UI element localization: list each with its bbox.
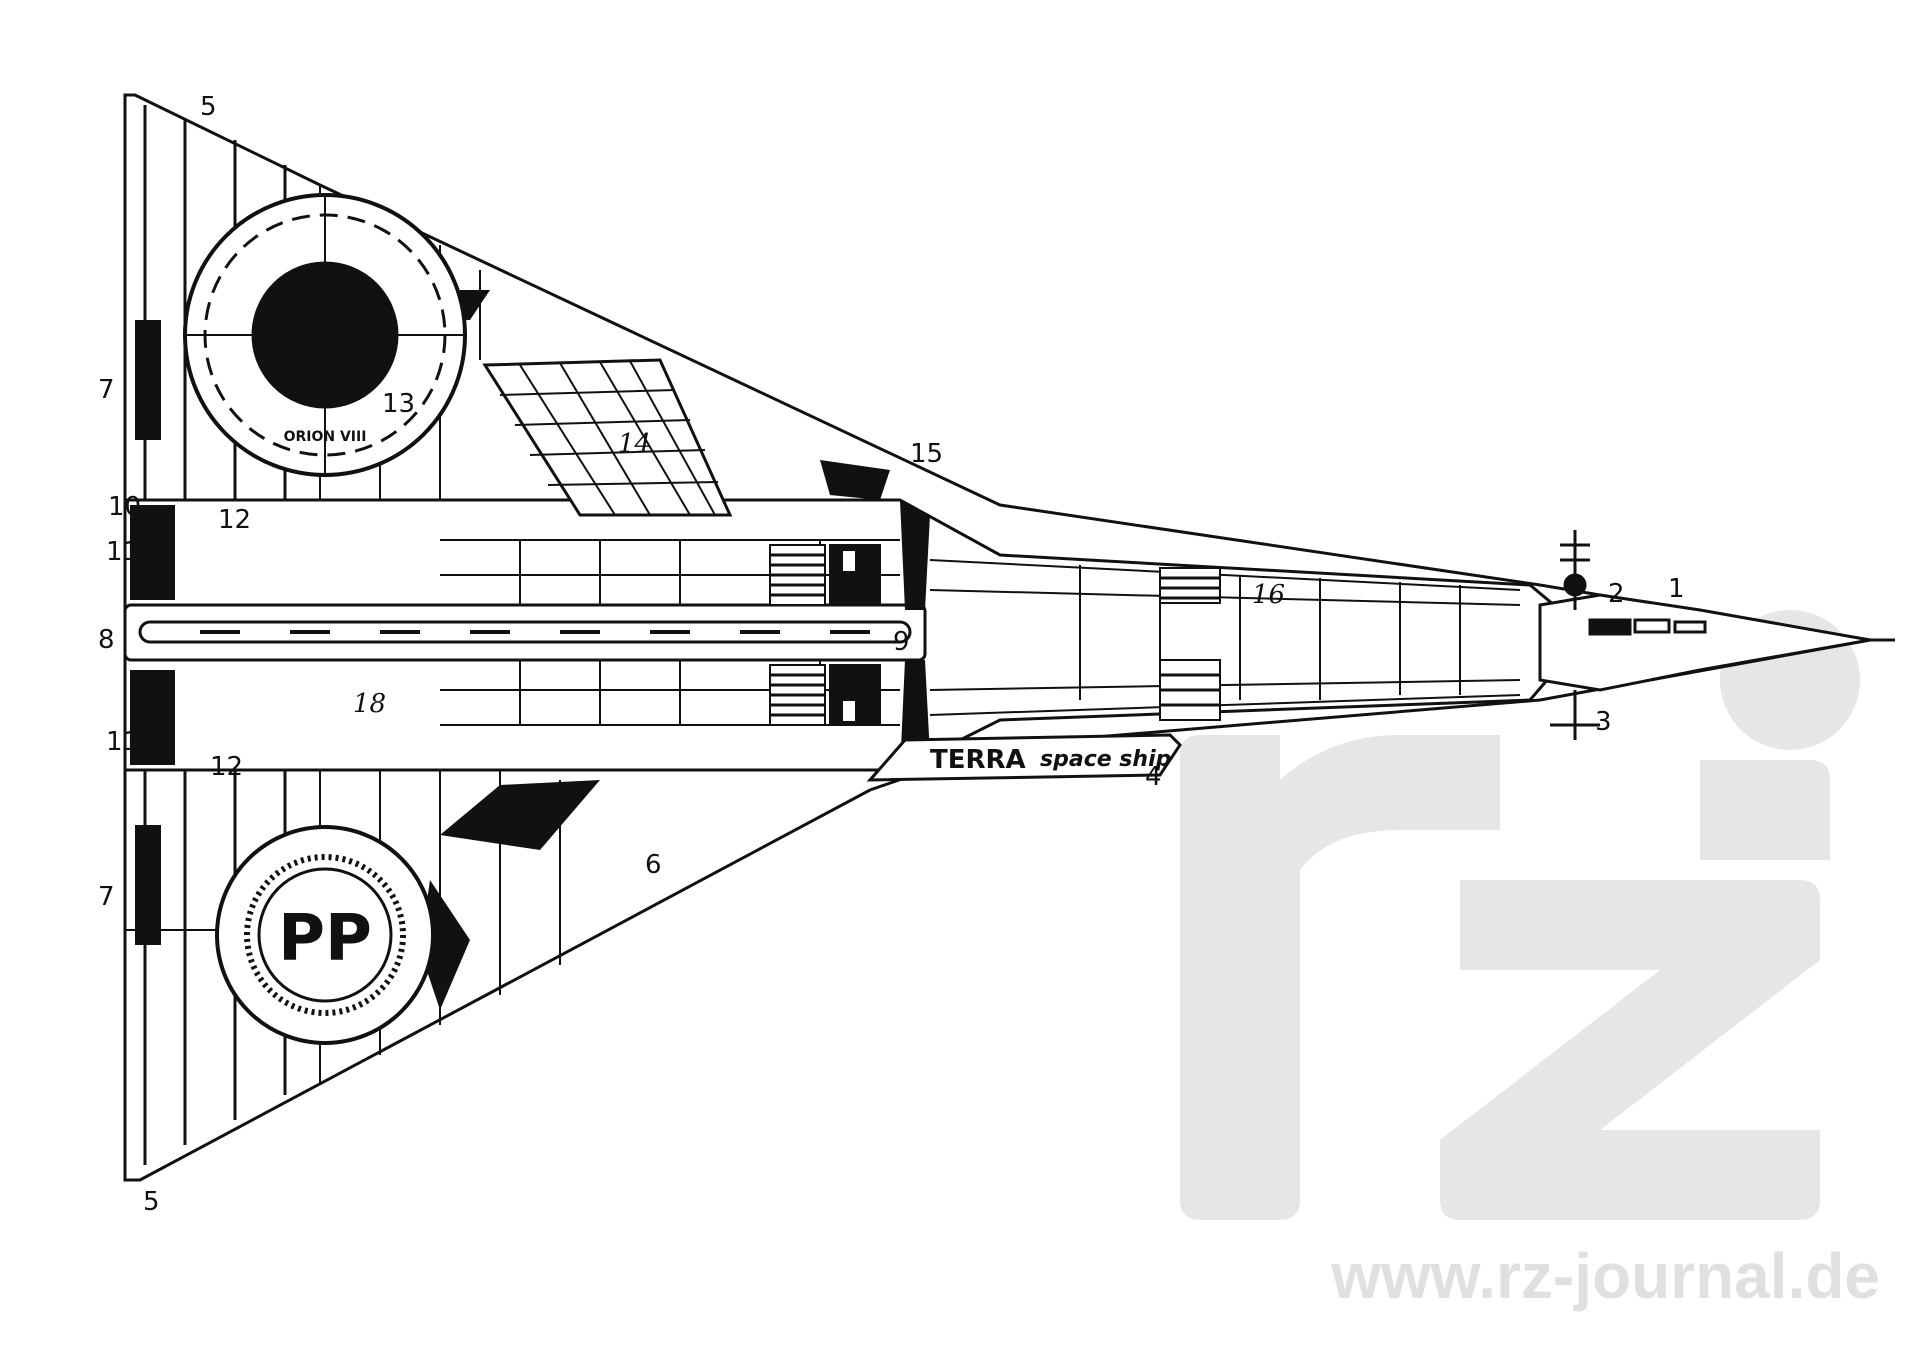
watermark-url: www.rz-journal.de bbox=[1330, 1240, 1880, 1312]
terra-marking: TERRA bbox=[930, 745, 1026, 775]
rear-engines bbox=[130, 320, 175, 945]
callout-12-top: 12 bbox=[218, 505, 251, 535]
grille-blocks bbox=[769, 544, 1221, 726]
callout-14: 14 bbox=[618, 429, 651, 459]
callout-5-bottom: 5 bbox=[143, 1187, 160, 1217]
callouts: 1 2 3 4 5 5 6 7 7 8 9 10 11 11 12 12 13 … bbox=[98, 92, 1685, 1217]
callout-5-top: 5 bbox=[200, 92, 217, 122]
upper-roundel bbox=[183, 193, 467, 477]
terra-banner bbox=[866, 733, 1182, 782]
callout-12-bottom: 12 bbox=[210, 752, 243, 782]
callout-11-bottom: 11 bbox=[106, 727, 139, 757]
callout-16: 16 bbox=[1252, 580, 1285, 610]
callout-8: 8 bbox=[98, 625, 115, 655]
callout-11-top: 11 bbox=[106, 537, 139, 567]
callout-7-bottom: 7 bbox=[98, 882, 115, 912]
nose-section bbox=[1538, 530, 1895, 740]
space-ship-marking: space ship bbox=[1040, 747, 1171, 772]
upper-grid-panel bbox=[482, 358, 733, 517]
callout-4: 4 bbox=[1145, 762, 1162, 792]
callout-18: 18 bbox=[353, 689, 386, 719]
callout-7-top: 7 bbox=[98, 375, 115, 405]
callout-1: 1 bbox=[1668, 574, 1685, 604]
callout-13: 13 bbox=[382, 389, 415, 419]
callout-15: 15 bbox=[910, 439, 943, 469]
callout-6: 6 bbox=[645, 850, 662, 880]
orion-marking: ORION VIII bbox=[284, 429, 367, 445]
callout-3: 3 bbox=[1595, 707, 1612, 737]
emblem-marking: PP bbox=[278, 902, 372, 976]
callout-9: 9 bbox=[893, 627, 910, 657]
callout-2: 2 bbox=[1608, 579, 1625, 609]
lower-roundel bbox=[215, 825, 435, 1045]
callout-10: 10 bbox=[108, 492, 141, 522]
fuselage bbox=[123, 498, 1871, 772]
